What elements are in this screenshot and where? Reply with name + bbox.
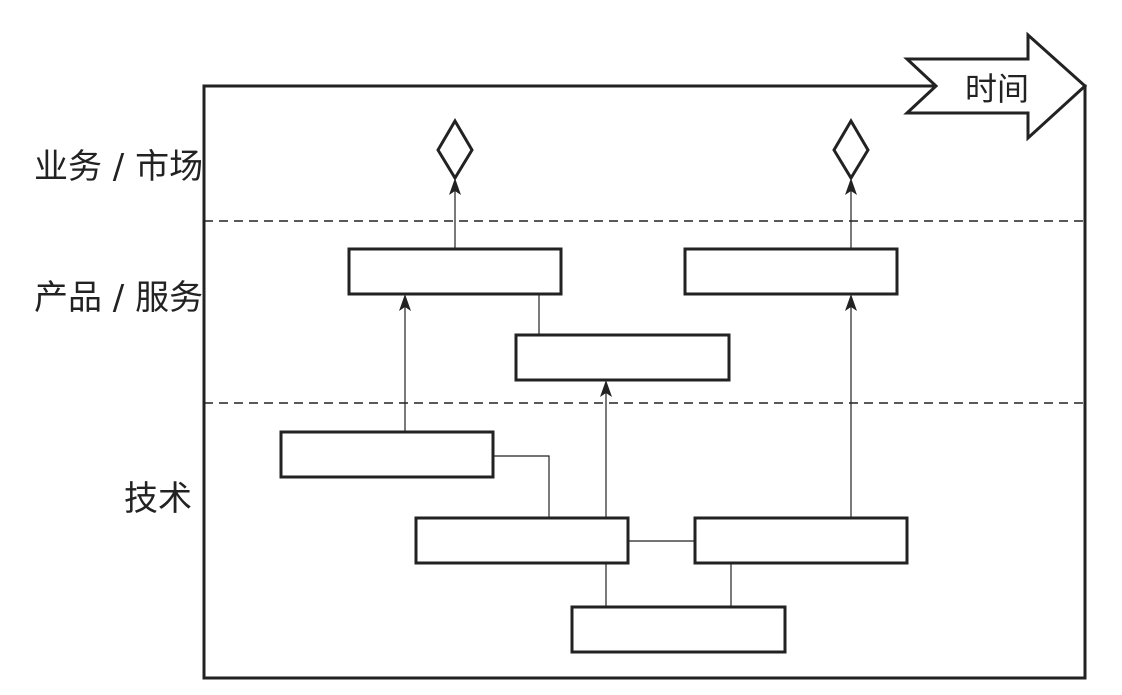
arrowhead-to-product-left <box>399 294 411 311</box>
technology-box-top-left <box>279 430 495 479</box>
diagram-frame <box>202 84 1087 680</box>
time-arrow-label: 时间 <box>965 70 1029 108</box>
arrowhead-to-product-right <box>845 294 857 311</box>
technology-box-middle-left <box>414 516 630 565</box>
product-box-middle <box>514 333 731 382</box>
row-label-product-service: 产品 / 服务 <box>34 278 204 318</box>
connector-tech-topleft-to-middleleft <box>493 455 550 518</box>
market-goal-diamond-right <box>832 118 870 181</box>
arrowhead-to-diamond-left <box>449 178 461 195</box>
row-label-business-market: 业务 / 市场 <box>34 147 204 187</box>
arrowhead-to-product-middle <box>600 380 612 397</box>
technology-box-bottom <box>570 605 787 654</box>
technology-box-middle-right <box>693 516 909 565</box>
row-label-technology: 技术 <box>124 479 192 519</box>
market-goal-diamond-left <box>436 118 474 181</box>
product-box-left <box>347 247 563 296</box>
arrowhead-to-diamond-right <box>845 178 857 195</box>
product-box-right <box>683 247 899 296</box>
time-arrow <box>903 31 1088 142</box>
